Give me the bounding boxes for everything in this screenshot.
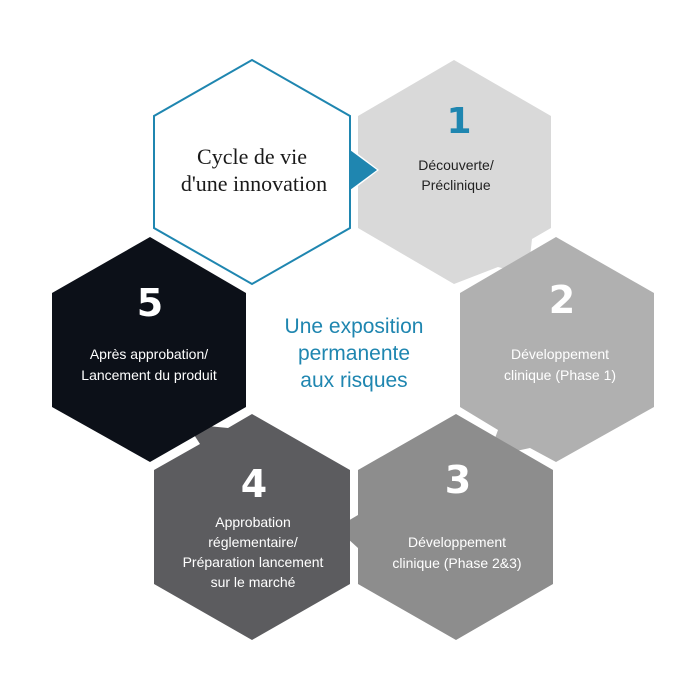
stage-2-label-line-1: Développement xyxy=(511,346,609,362)
stage-3-number: 3 xyxy=(445,458,471,502)
stage-1-shape xyxy=(358,60,551,284)
center-text-line-3: aux risques xyxy=(300,369,407,392)
title-hexagon: Cycle de vie d'une innovation xyxy=(153,58,351,286)
arrow-title-to-stage-1 xyxy=(350,150,377,190)
stage-1-hexagon: 1 Découverte/ Préclinique xyxy=(358,60,551,284)
center-text-line-2: permanente xyxy=(298,342,410,365)
stage-2-hexagon: 2 Développement clinique (Phase 1) xyxy=(460,237,654,462)
stage-2-shape xyxy=(460,237,654,462)
stage-2-label-line-2: clinique (Phase 1) xyxy=(504,367,616,383)
stage-5-hexagon: 5 Après approbation/ Lancement du produi… xyxy=(52,237,246,462)
stage-5-shape xyxy=(52,237,246,462)
center-text: Une exposition permanente aux risques xyxy=(285,315,424,392)
stage-4-label-line-3: Préparation lancement xyxy=(183,554,324,570)
stage-5-number: 5 xyxy=(137,281,163,325)
stage-3-label-line-2: clinique (Phase 2&3) xyxy=(392,555,521,571)
title-line-2: d'une innovation xyxy=(181,171,327,196)
stage-5-label-line-1: Après approbation/ xyxy=(90,346,208,362)
stage-4-number: 4 xyxy=(241,462,267,506)
stage-3-shape xyxy=(336,414,553,640)
stage-2-number: 2 xyxy=(549,278,575,322)
stage-4-hexagon: 4 Approbation réglementaire/ Préparation… xyxy=(154,414,350,640)
stage-5-label-line-2: Lancement du produit xyxy=(81,367,217,383)
stage-3-hexagon: 3 Développement clinique (Phase 2&3) xyxy=(336,414,553,640)
stage-1-label-line-1: Découverte/ xyxy=(418,157,494,173)
stage-1-label-line-2: Préclinique xyxy=(421,177,490,193)
stage-1-number: 1 xyxy=(446,101,471,142)
stage-4-label-line-2: réglementaire/ xyxy=(208,534,298,550)
title-line-1: Cycle de vie xyxy=(197,144,307,169)
title-hexagon-outline xyxy=(153,58,351,286)
stage-4-label-line-1: Approbation xyxy=(215,514,291,530)
stage-3-label-line-1: Développement xyxy=(408,534,506,550)
stage-4-label-line-4: sur le marché xyxy=(211,574,296,590)
stage-4-shape xyxy=(154,414,350,640)
center-text-line-1: Une exposition xyxy=(285,315,424,338)
